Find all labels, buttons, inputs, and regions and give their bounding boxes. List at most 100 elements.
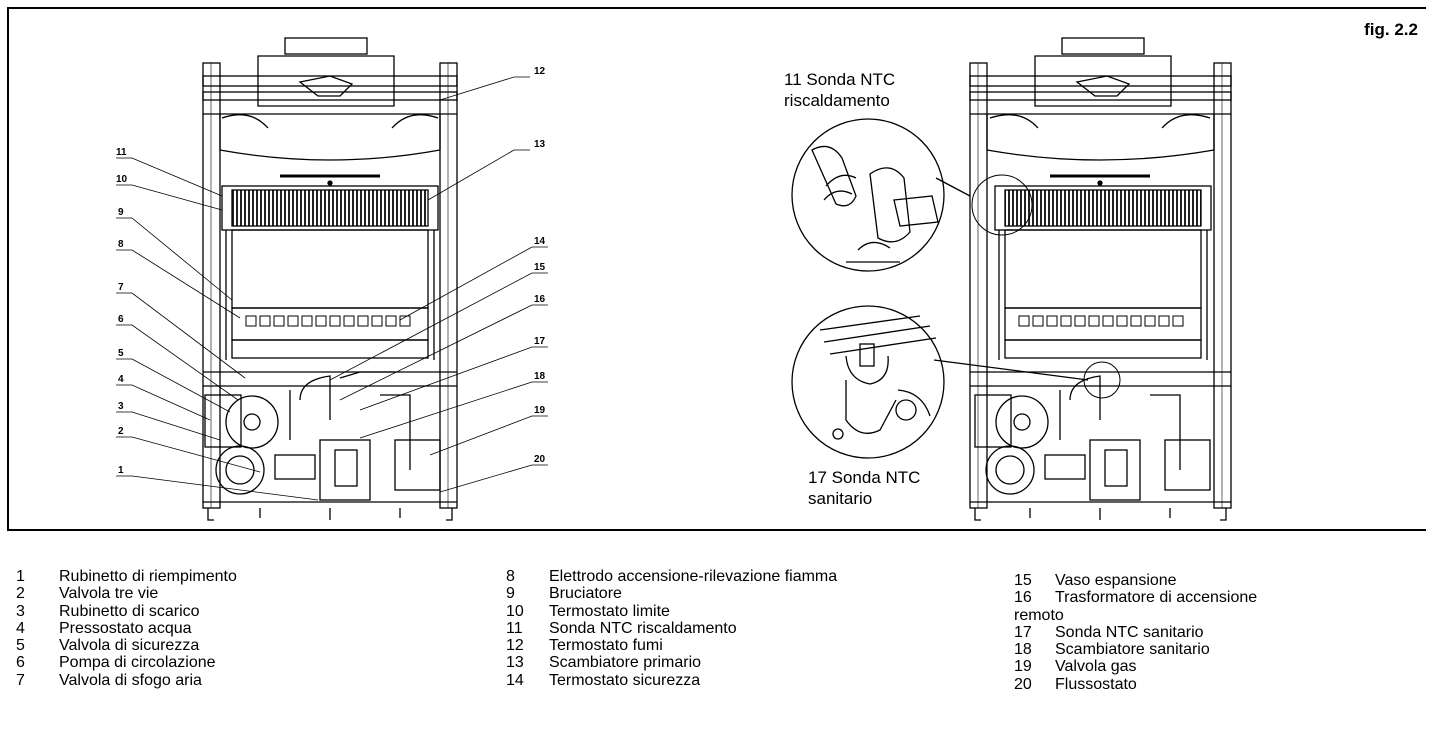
legend-text: Valvola di sfogo aria xyxy=(59,671,202,689)
legend-number: 3 xyxy=(16,602,25,620)
legend-row: 2 Valvola tre vie xyxy=(16,585,237,602)
boiler-right xyxy=(969,37,1232,521)
legend-text: Pompa di circolazione xyxy=(59,654,216,672)
callout-ntc-heating-line1: 11 Sonda NTC xyxy=(784,70,896,89)
legend-column-2: 8 Elettrodo accensione-rilevazione fiamma… xyxy=(506,568,837,689)
boiler-drawing: 12 13 11 10 9 8 7 6 5 4 3 2 1 14 15 16 1… xyxy=(116,37,1232,521)
legend-number: 4 xyxy=(16,619,25,637)
diagram-number-10: 10 xyxy=(116,174,128,185)
legend-number: 12 xyxy=(506,637,524,655)
legend-row: 12 Termostato fumi xyxy=(506,637,837,654)
legend-text: Scambiatore sanitario xyxy=(1055,641,1210,659)
legend-number: 18 xyxy=(1014,641,1032,659)
legend-row: 19 Valvola gas xyxy=(1014,658,1257,675)
legend-row: 16 Trasformatore di accensione xyxy=(1014,589,1257,606)
diagram-number-20: 20 xyxy=(534,454,546,465)
legend-row: 20 Flussostato xyxy=(1014,676,1257,693)
diagram-number-5: 5 xyxy=(118,348,124,359)
detail-circle-ntc-heating xyxy=(791,118,971,272)
legend-number: 2 xyxy=(16,585,25,603)
legend-row: 14 Termostato sicurezza xyxy=(506,672,837,689)
legend-text: Elettrodo accensione-rilevazione fiamma xyxy=(549,568,838,585)
legend-text: Rubinetto di scarico xyxy=(59,602,200,620)
legend-text: Valvola tre vie xyxy=(59,585,159,603)
legend-number: 7 xyxy=(16,671,25,689)
legend-text: Pressostato acqua xyxy=(59,619,192,637)
callout-ntc-heating: 11 Sonda NTC riscaldamento xyxy=(784,69,895,111)
legend-number: 1 xyxy=(16,568,25,585)
legend-text: Scambiatore primario xyxy=(549,654,702,672)
diagram-number-14: 14 xyxy=(534,236,546,247)
legend-row: 3 Rubinetto di scarico xyxy=(16,603,237,620)
legend-text: Bruciatore xyxy=(549,585,622,603)
legend-row: 17 Sonda NTC sanitario xyxy=(1014,624,1257,641)
legend-text: Termostato sicurezza xyxy=(549,671,701,689)
callout-ntc-dhw-line1: 17 Sonda NTC xyxy=(808,468,921,487)
legend-number: 8 xyxy=(506,568,515,585)
legend-row: 4 Pressostato acqua xyxy=(16,620,237,637)
legend-number: 6 xyxy=(16,654,25,672)
legend-text: Valvola di sicurezza xyxy=(59,637,200,655)
legend-column-3: 15 Vaso espansione 16 Trasformatore di acc… xyxy=(1014,572,1257,693)
diagram-number-15: 15 xyxy=(534,262,546,273)
legend-row: 7 Valvola di sfogo aria xyxy=(16,672,237,689)
diagram-number-11: 11 xyxy=(116,147,127,158)
legend-text: Sonda NTC sanitario xyxy=(1055,623,1204,641)
legend-number: 5 xyxy=(16,637,25,655)
legend-text: Valvola gas xyxy=(1055,658,1137,676)
legend-number: 17 xyxy=(1014,623,1032,641)
diagram-number-8: 8 xyxy=(118,239,124,250)
figure-frame xyxy=(7,7,1426,531)
callout-ntc-dhw: 17 Sonda NTC sanitario xyxy=(808,467,920,509)
legend-text: Termostato limite xyxy=(549,602,670,620)
legend-row: 6 Pompa di circolazione xyxy=(16,654,237,671)
leader-lines xyxy=(116,76,548,501)
legend-number: 9 xyxy=(506,585,515,603)
legend-number: 10 xyxy=(506,602,524,620)
diagram-number-7: 7 xyxy=(118,282,124,293)
legend-text: Rubinetto di riempimento xyxy=(59,568,237,585)
diagram-number-18: 18 xyxy=(534,371,546,382)
part-numbers: 12 13 11 10 9 8 7 6 5 4 3 2 1 14 15 16 1… xyxy=(116,66,546,476)
legend-row: 15 Vaso espansione xyxy=(1014,572,1257,589)
legend-number: 15 xyxy=(1014,572,1032,589)
legend-number: 14 xyxy=(506,671,524,689)
diagram-number-16: 16 xyxy=(534,294,546,305)
legend-text-continued: remoto xyxy=(1014,606,1064,624)
detail-circle-ntc-dhw xyxy=(791,305,1089,459)
callout-ntc-dhw-line2: sanitario xyxy=(808,489,873,508)
legend-row: 18 Scambiatore sanitario xyxy=(1014,641,1257,658)
legend-text: Vaso espansione xyxy=(1055,572,1177,589)
diagram-number-4: 4 xyxy=(118,374,124,385)
legend-number: 13 xyxy=(506,654,524,672)
legend-number: 19 xyxy=(1014,658,1032,676)
legend-number: 20 xyxy=(1014,675,1032,693)
callout-ntc-heating-line2: riscaldamento xyxy=(784,91,890,110)
legend-text: Sonda NTC riscaldamento xyxy=(549,619,737,637)
legend-text: Termostato fumi xyxy=(549,637,663,655)
legend-text: Trasformatore di accensione xyxy=(1055,589,1258,607)
legend-text: Flussostato xyxy=(1055,675,1137,693)
legend-row: 10 Termostato limite xyxy=(506,603,837,620)
legend-row: 9 Bruciatore xyxy=(506,585,837,602)
diagram-number-1: 1 xyxy=(118,465,124,476)
diagram-number-9: 9 xyxy=(118,207,124,218)
diagram-number-6: 6 xyxy=(118,314,124,325)
diagram-number-2: 2 xyxy=(118,426,124,437)
figure-label: fig. 2.2 xyxy=(1364,20,1418,39)
diagram-number-3: 3 xyxy=(118,401,124,412)
diagram-number-17: 17 xyxy=(534,336,546,347)
legend-row: 11 Sonda NTC riscaldamento xyxy=(506,620,837,637)
diagram-number-13: 13 xyxy=(534,139,546,150)
legend-number: 11 xyxy=(506,619,523,637)
legend-row: 1 Rubinetto di riempimento xyxy=(16,568,237,585)
legend-row: remoto xyxy=(1014,607,1257,624)
diagram-number-12: 12 xyxy=(534,66,546,77)
diagram-number-19: 19 xyxy=(534,405,546,416)
legend-number: 16 xyxy=(1014,589,1032,607)
legend-row: 13 Scambiatore primario xyxy=(506,654,837,671)
legend-row: 5 Valvola di sicurezza xyxy=(16,637,237,654)
legend-row: 8 Elettrodo accensione-rilevazione fiamma xyxy=(506,568,837,585)
legend-column-1: 1 Rubinetto di riempimento 2 Valvola tre v… xyxy=(16,568,237,689)
boiler-left xyxy=(202,37,458,521)
